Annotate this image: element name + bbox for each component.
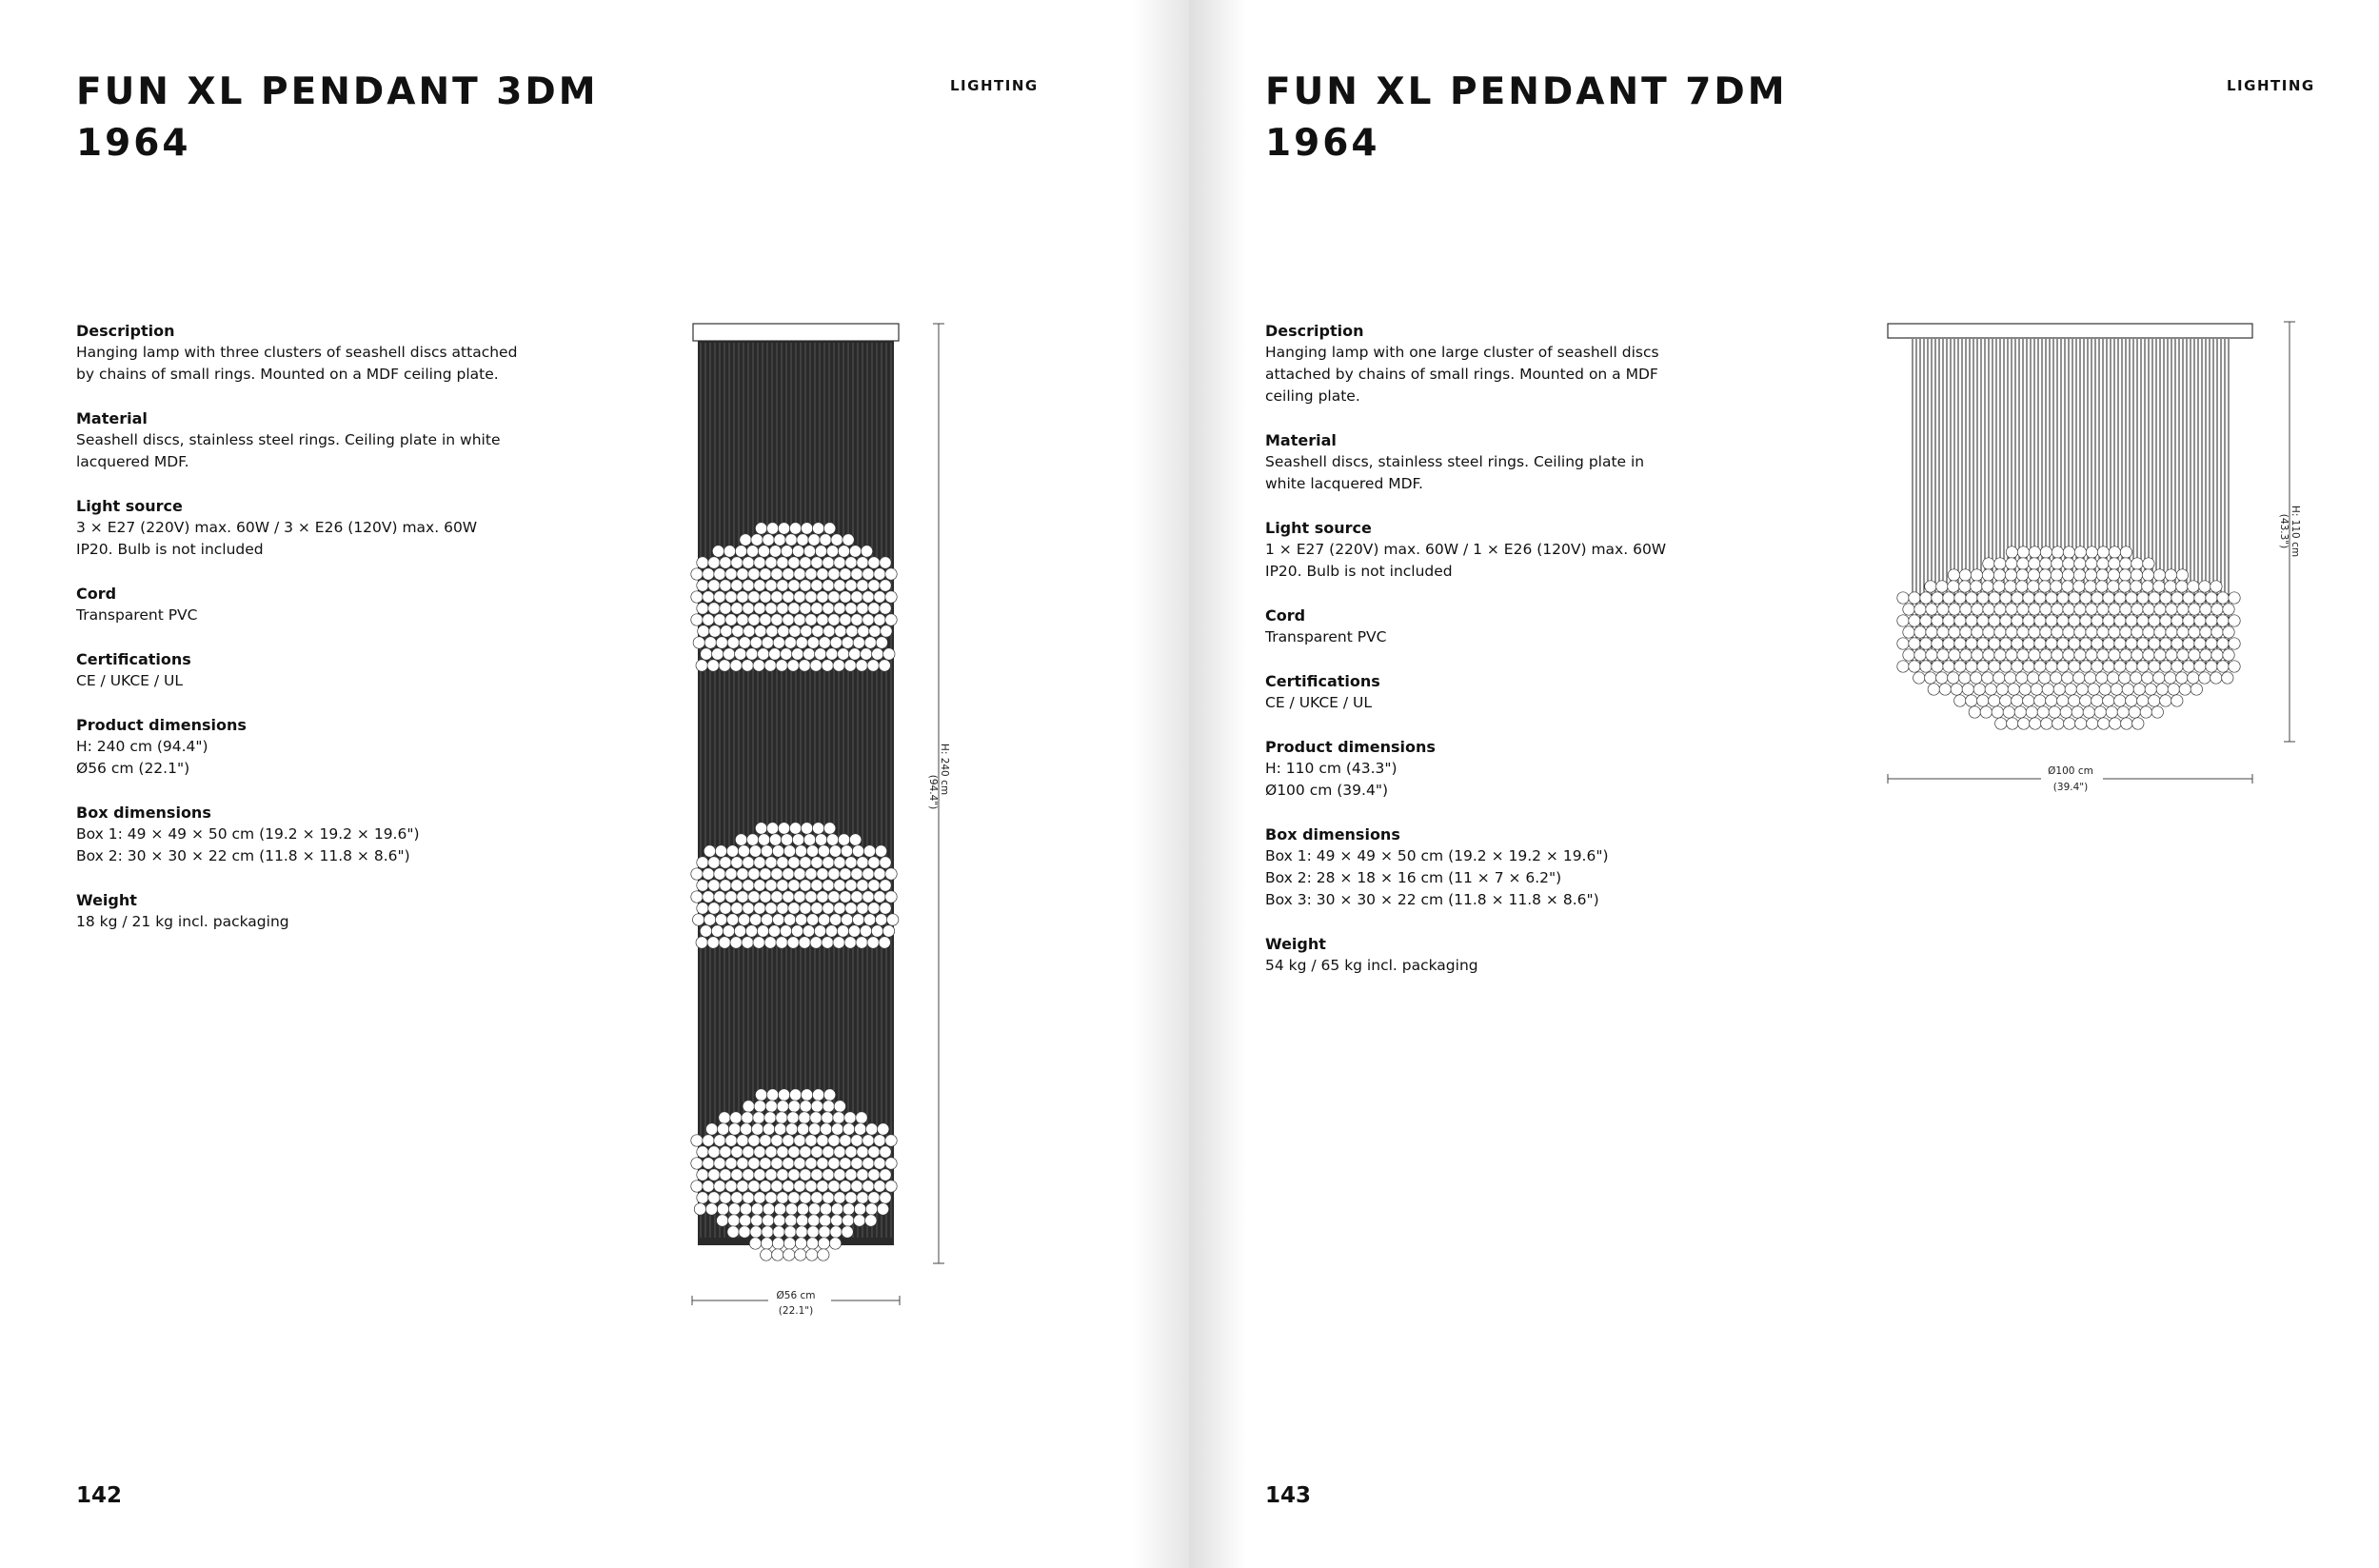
spec-list: Description Hanging lamp with three clus… bbox=[76, 320, 571, 955]
spec-line: Box 2: 28 × 18 × 16 cm (11 × 7 × 6.2") bbox=[1265, 869, 1562, 886]
spec-line: ceiling plate. bbox=[1265, 387, 1360, 405]
spec-line: Transparent PVC bbox=[1265, 628, 1387, 645]
spec-material: Material Seashell discs, stainless steel… bbox=[1265, 429, 1760, 495]
spec-label: Certifications bbox=[1265, 672, 1380, 690]
width-dimension: Ø56 cm (22.1") bbox=[691, 1290, 901, 1317]
spec-label: Cord bbox=[1265, 606, 1306, 625]
spec-label: Weight bbox=[76, 891, 137, 909]
spec-label: Description bbox=[76, 322, 175, 340]
left-page: FUN XL PENDANT 3DM 1964 LIGHTING Descrip… bbox=[0, 0, 1189, 1568]
lamp-illustration bbox=[690, 323, 900, 1261]
spec-label: Light source bbox=[76, 497, 183, 515]
spec-list: Description Hanging lamp with one large … bbox=[1265, 320, 1760, 999]
spec-light-source: Light source 1 × E27 (220V) max. 60W / 1… bbox=[1265, 517, 1760, 583]
page-number: 143 bbox=[1265, 1483, 1312, 1508]
spec-line: Box 2: 30 × 30 × 22 cm (11.8 × 11.8 × 8.… bbox=[76, 847, 410, 864]
spec-line: attached by chains of small rings. Mount… bbox=[1265, 366, 1658, 383]
category-label: LIGHTING bbox=[2227, 77, 2315, 94]
spec-label: Product dimensions bbox=[1265, 738, 1436, 756]
spec-certifications: Certifications CE / UKCE / UL bbox=[76, 648, 571, 692]
spec-box-dimensions: Box dimensions Box 1: 49 × 49 × 50 cm (1… bbox=[76, 802, 571, 867]
spec-description: Description Hanging lamp with three clus… bbox=[76, 320, 571, 386]
spec-label: Certifications bbox=[76, 650, 191, 668]
spec-line: Box 3: 30 × 30 × 22 cm (11.8 × 11.8 × 8.… bbox=[1265, 891, 1599, 908]
spec-line: 18 kg / 21 kg incl. packaging bbox=[76, 913, 289, 930]
product-name: FUN XL PENDANT 7DM bbox=[1265, 70, 1788, 113]
spec-cord: Cord Transparent PVC bbox=[1265, 605, 1760, 648]
spec-line: 54 kg / 65 kg incl. packaging bbox=[1265, 957, 1478, 974]
spec-line: Seashell discs, stainless steel rings. C… bbox=[76, 431, 501, 448]
height-label-cm: H: 240 cm bbox=[939, 744, 950, 795]
lamp-illustration bbox=[1887, 323, 2253, 730]
product-name: FUN XL PENDANT 3DM bbox=[76, 70, 599, 113]
spec-line: lacquered MDF. bbox=[76, 453, 189, 470]
spec-label: Material bbox=[76, 409, 148, 427]
product-title: FUN XL PENDANT 7DM 1964 bbox=[1265, 67, 1788, 169]
height-dimension: H: 240 cm (94.4") bbox=[927, 323, 950, 1264]
spec-line: white lacquered MDF. bbox=[1265, 475, 1423, 492]
spec-product-dimensions: Product dimensions H: 240 cm (94.4") Ø56… bbox=[76, 714, 571, 780]
spec-line: H: 240 cm (94.4") bbox=[76, 738, 208, 755]
spec-line: Ø100 cm (39.4") bbox=[1265, 782, 1388, 799]
spec-label: Product dimensions bbox=[76, 716, 247, 734]
product-title: FUN XL PENDANT 3DM 1964 bbox=[76, 67, 599, 169]
spec-label: Box dimensions bbox=[76, 804, 211, 822]
spec-line: by chains of small rings. Mounted on a M… bbox=[76, 366, 499, 383]
spec-product-dimensions: Product dimensions H: 110 cm (43.3") Ø10… bbox=[1265, 736, 1760, 802]
spec-weight: Weight 18 kg / 21 kg incl. packaging bbox=[76, 889, 571, 933]
spec-cord: Cord Transparent PVC bbox=[76, 583, 571, 626]
spec-line: Ø56 cm (22.1") bbox=[76, 760, 190, 777]
spec-light-source: Light source 3 × E27 (220V) max. 60W / 3… bbox=[76, 495, 571, 561]
spec-line: IP20. Bulb is not included bbox=[76, 541, 264, 558]
spec-line: 1 × E27 (220V) max. 60W / 1 × E26 (120V)… bbox=[1265, 541, 1667, 558]
product-year: 1964 bbox=[1265, 122, 1380, 165]
width-label-cm: Ø100 cm bbox=[2048, 765, 2093, 777]
spec-line: Transparent PVC bbox=[76, 606, 198, 624]
spec-line: IP20. Bulb is not included bbox=[1265, 563, 1453, 580]
spec-certifications: Certifications CE / UKCE / UL bbox=[1265, 670, 1760, 714]
height-label-cm: H: 110 cm bbox=[2290, 506, 2301, 557]
spec-box-dimensions: Box dimensions Box 1: 49 × 49 × 50 cm (1… bbox=[1265, 824, 1760, 911]
width-dimension: Ø100 cm (39.4") bbox=[1887, 765, 2253, 793]
spec-line: H: 110 cm (43.3") bbox=[1265, 760, 1398, 777]
width-label-cm: Ø56 cm bbox=[777, 1290, 816, 1301]
spec-line: Seashell discs, stainless steel rings. C… bbox=[1265, 453, 1645, 470]
page-number: 142 bbox=[76, 1483, 123, 1508]
height-dimension: H: 110 cm (43.3") bbox=[2278, 321, 2301, 743]
category-label: LIGHTING bbox=[950, 77, 1039, 94]
spec-label: Weight bbox=[1265, 935, 1326, 953]
spec-line: Box 1: 49 × 49 × 50 cm (19.2 × 19.2 × 19… bbox=[1265, 847, 1609, 864]
spec-label: Description bbox=[1265, 322, 1364, 340]
pendant-7dm-drawing: H: 110 cm (43.3") Ø100 cm (39.4") bbox=[1887, 321, 2301, 793]
width-label-in: (22.1") bbox=[779, 1305, 813, 1317]
spec-line: CE / UKCE / UL bbox=[1265, 694, 1373, 711]
right-page: FUN XL PENDANT 7DM 1964 LIGHTING Descrip… bbox=[1189, 0, 2379, 1568]
width-label-in: (39.4") bbox=[2053, 782, 2088, 793]
spec-line: Box 1: 49 × 49 × 50 cm (19.2 × 19.2 × 19… bbox=[76, 825, 420, 843]
spec-label: Material bbox=[1265, 431, 1337, 449]
spec-line: 3 × E27 (220V) max. 60W / 3 × E26 (120V)… bbox=[76, 519, 478, 536]
spec-material: Material Seashell discs, stainless steel… bbox=[76, 407, 571, 473]
spec-label: Cord bbox=[76, 585, 117, 603]
product-year: 1964 bbox=[76, 122, 191, 165]
spec-line: Hanging lamp with three clusters of seas… bbox=[76, 344, 518, 361]
spec-label: Box dimensions bbox=[1265, 825, 1400, 844]
height-label-in: (43.3") bbox=[2278, 514, 2290, 548]
spec-line: CE / UKCE / UL bbox=[76, 672, 184, 689]
spec-label: Light source bbox=[1265, 519, 1372, 537]
spec-line: Hanging lamp with one large cluster of s… bbox=[1265, 344, 1659, 361]
spec-weight: Weight 54 kg / 65 kg incl. packaging bbox=[1265, 933, 1760, 977]
height-label-in: (94.4") bbox=[927, 775, 939, 809]
pendant-3dm-drawing: H: 240 cm (94.4") Ø56 cm (22.1") bbox=[690, 323, 950, 1317]
spec-description: Description Hanging lamp with one large … bbox=[1265, 320, 1760, 407]
